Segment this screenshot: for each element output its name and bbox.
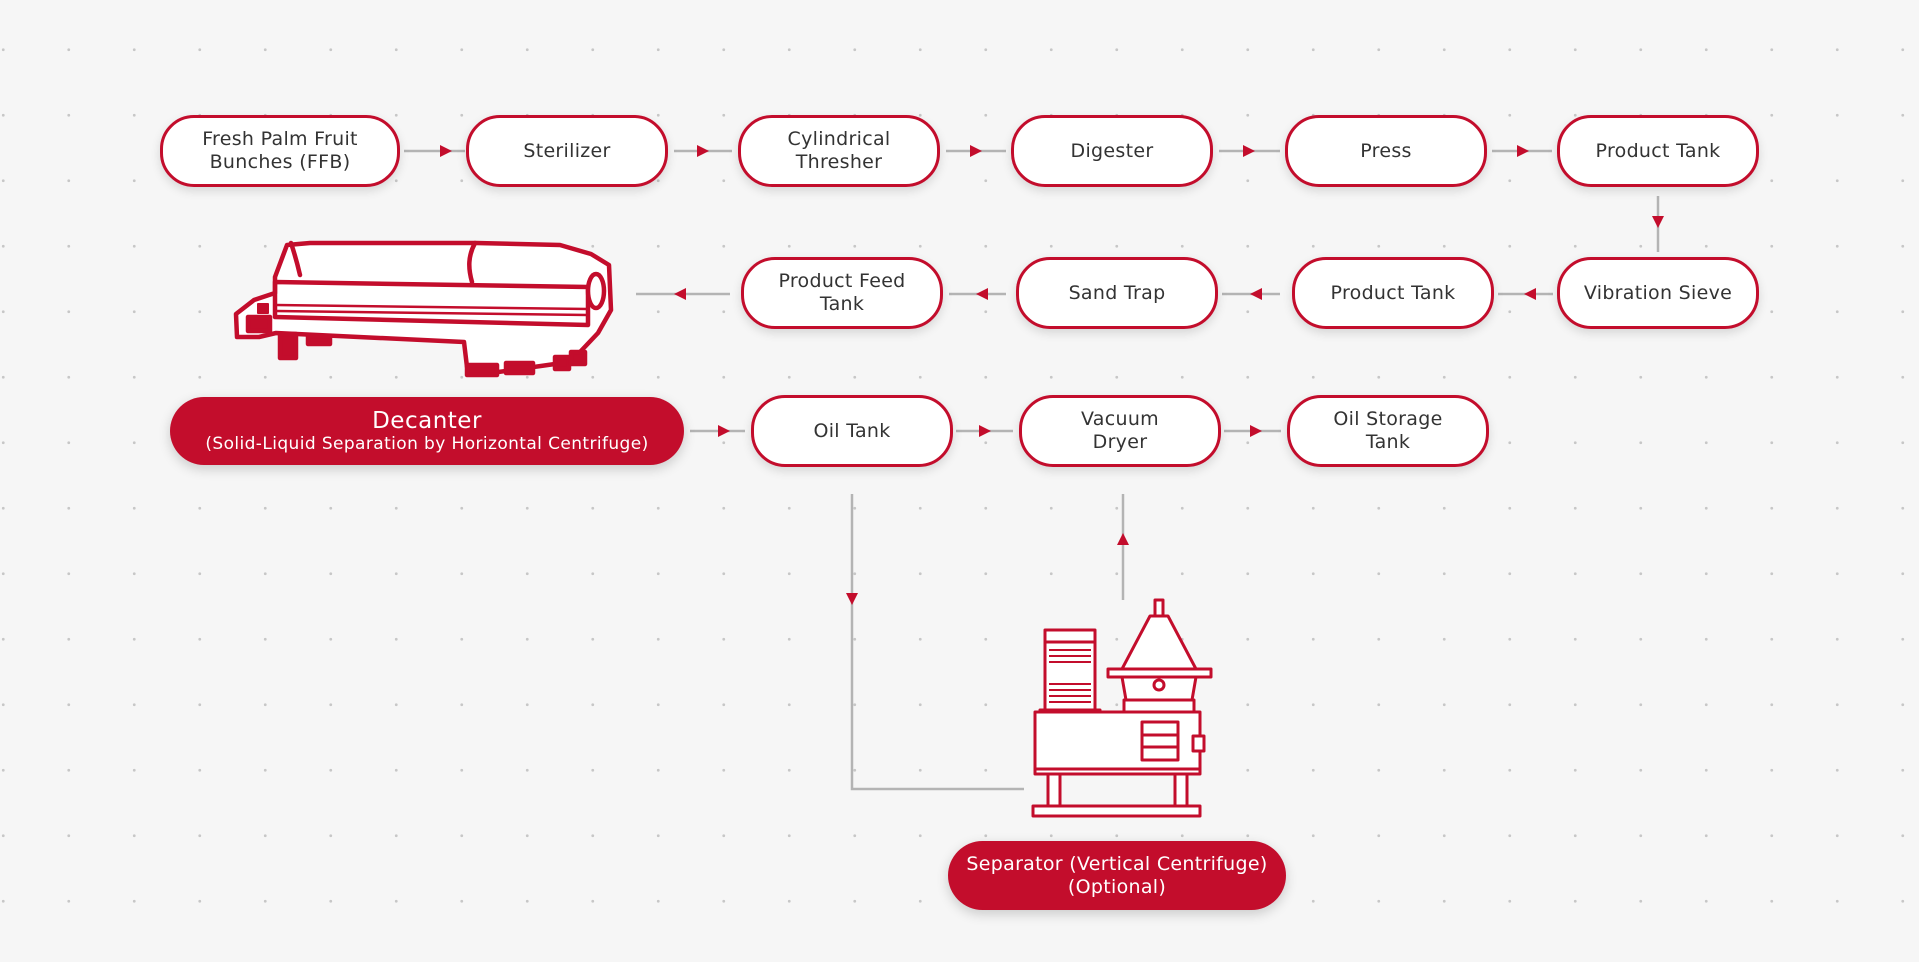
- arrow-heads: [440, 145, 1664, 605]
- decanter-label: Decanter (Solid-Liquid Separation by Hor…: [170, 397, 684, 465]
- arrow-icon: [1652, 216, 1664, 228]
- decanter-machine-icon: [233, 240, 614, 378]
- decanter-title: Decanter: [372, 407, 482, 434]
- node-digester: Digester: [1011, 115, 1213, 187]
- node-vibration-sieve: Vibration Sieve: [1557, 257, 1759, 329]
- arrow-icon: [674, 288, 686, 300]
- arrow-icon: [718, 425, 730, 437]
- node-sand-trap: Sand Trap: [1016, 257, 1218, 329]
- decanter-subtitle: (Solid-Liquid Separation by Horizontal C…: [205, 433, 649, 454]
- separator-title: Separator (Vertical Centrifuge): [966, 852, 1268, 875]
- node-sterilizer: Sterilizer: [466, 115, 668, 187]
- arrow-icon: [1250, 425, 1262, 437]
- arrow-icon: [1243, 145, 1255, 157]
- node-oil-storage-tank: Oil Storage Tank: [1287, 395, 1489, 467]
- node-product-tank-1: Product Tank: [1557, 115, 1759, 187]
- connector-oil-tank-separator: [850, 494, 1024, 791]
- separator-label: Separator (Vertical Centrifuge) (Optiona…: [948, 841, 1286, 910]
- arrow-icon: [1517, 145, 1529, 157]
- arrow-icon: [1524, 288, 1536, 300]
- arrow-icon: [1250, 288, 1262, 300]
- node-product-feed-tank: Product Feed Tank: [741, 257, 943, 329]
- arrow-icon: [976, 288, 988, 300]
- node-cylindrical-thresher: Cylindrical Thresher: [738, 115, 940, 187]
- arrow-icon: [440, 145, 452, 157]
- separator-optional-note: (Optional): [1067, 875, 1167, 898]
- node-product-tank-2: Product Tank: [1292, 257, 1494, 329]
- arrow-icon: [979, 425, 991, 437]
- node-vacuum-dryer: Vacuum Dryer: [1019, 395, 1221, 467]
- node-ffb: Fresh Palm Fruit Bunches (FFB): [160, 115, 400, 187]
- arrow-icon: [846, 593, 858, 605]
- node-oil-tank: Oil Tank: [751, 395, 953, 467]
- arrow-icon: [697, 145, 709, 157]
- node-press: Press: [1285, 115, 1487, 187]
- arrow-icon: [970, 145, 982, 157]
- arrow-icon: [1117, 533, 1129, 545]
- separator-machine-icon: [1031, 598, 1213, 818]
